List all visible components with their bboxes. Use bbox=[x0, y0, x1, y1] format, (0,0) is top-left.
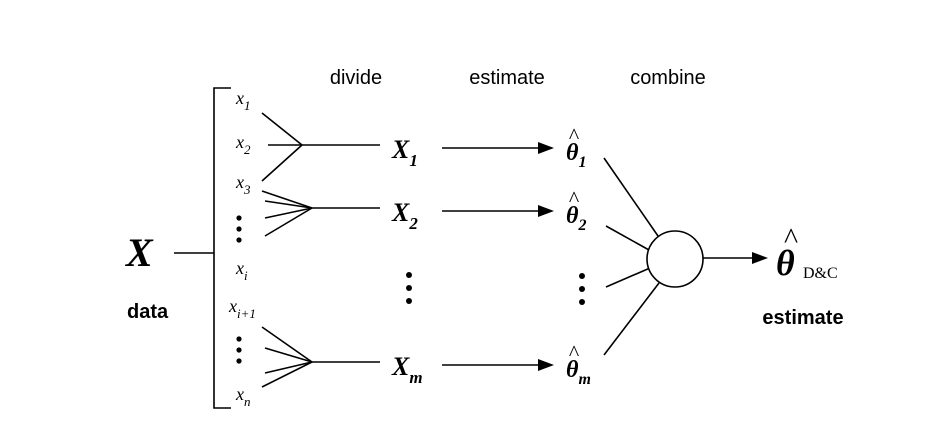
svg-text:^: ^ bbox=[569, 123, 580, 148]
data-bracket bbox=[213, 87, 231, 409]
svg-text:D&C: D&C bbox=[803, 265, 838, 282]
estimate-arrow-1 bbox=[442, 142, 554, 154]
sample-x3: x3 bbox=[235, 172, 251, 197]
estimate-theta-1: ^ θ1 bbox=[566, 123, 586, 171]
estimate-vertical-ellipsis bbox=[579, 273, 585, 305]
header-estimate: estimate bbox=[469, 67, 545, 89]
subset-x2: X2 bbox=[391, 198, 418, 233]
svg-text:^: ^ bbox=[784, 222, 798, 255]
subset-xm: Xm bbox=[391, 352, 423, 387]
estimate-theta-2: ^ θ2 bbox=[566, 186, 586, 234]
svg-text:θ1: θ1 bbox=[566, 140, 586, 171]
input-symbol: X bbox=[124, 230, 154, 275]
sample-xi: xi bbox=[235, 258, 248, 283]
svg-text:^: ^ bbox=[569, 340, 580, 365]
header-divide: divide bbox=[330, 67, 382, 89]
sample-xi-plus-1: xi+1 bbox=[228, 296, 256, 321]
sample-vertical-ellipsis-top bbox=[236, 215, 242, 243]
output-label: estimate bbox=[762, 307, 843, 329]
svg-text:θm: θm bbox=[566, 357, 591, 388]
svg-text:θ2: θ2 bbox=[566, 203, 586, 234]
sample-x1: x1 bbox=[235, 88, 251, 113]
svg-text:^: ^ bbox=[569, 186, 580, 211]
sample-x2: x2 bbox=[235, 132, 251, 157]
svg-text:θ: θ bbox=[776, 243, 795, 283]
divide-branches-group-m bbox=[261, 326, 380, 388]
estimate-theta-m: ^ θm bbox=[566, 340, 591, 388]
output-arrow bbox=[703, 252, 768, 264]
divide-branches-group-1 bbox=[261, 112, 380, 182]
subset-vertical-ellipsis bbox=[406, 272, 412, 304]
input-label: data bbox=[127, 301, 169, 323]
combine-node bbox=[646, 230, 704, 288]
sample-xn: xn bbox=[235, 384, 251, 409]
header-combine: combine bbox=[630, 67, 706, 89]
estimate-arrow-2 bbox=[442, 205, 554, 217]
estimate-arrow-m bbox=[442, 359, 554, 371]
output-theta-dc: ^ θ D&C bbox=[776, 222, 838, 283]
subset-x1: X1 bbox=[391, 135, 418, 170]
sample-vertical-ellipsis-bottom bbox=[236, 336, 242, 364]
divide-branches-group-2 bbox=[261, 190, 380, 237]
combine-lines bbox=[603, 157, 660, 356]
